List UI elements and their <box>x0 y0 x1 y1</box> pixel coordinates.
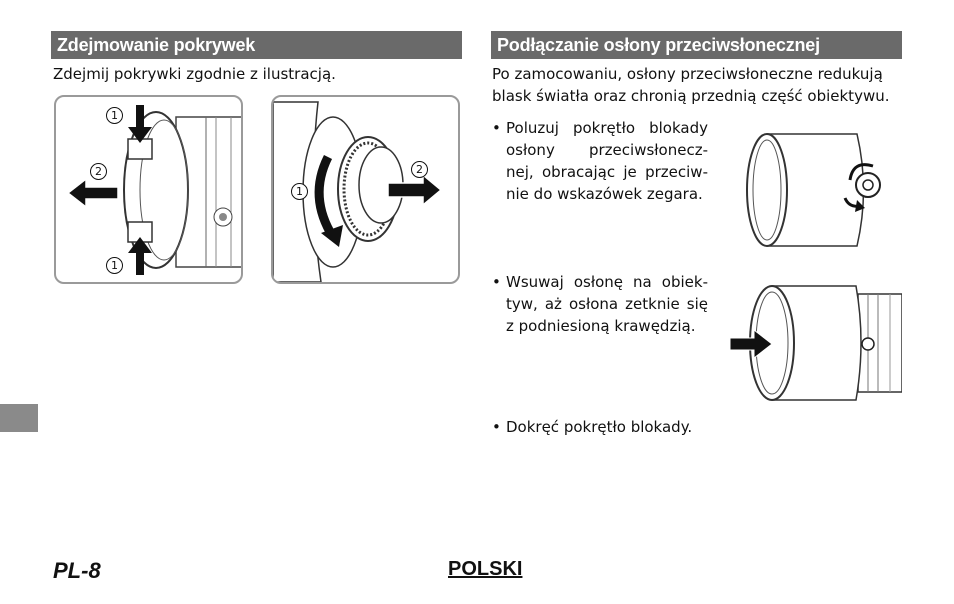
step2-line: Wsuwaj osłonę na obiek- <box>506 273 708 291</box>
language-label: POLSKI <box>448 558 523 580</box>
figure-rear-cap: 1 2 <box>271 95 460 284</box>
section-heading-attach-hood: Podłączanie osłony przeciwsłonecznej <box>491 31 902 59</box>
step1-line: Poluzuj pokrętło blokady <box>506 119 708 137</box>
step1-line: nej, obracając je przeciw- <box>506 163 708 181</box>
section-heading-remove-caps: Zdejmowanie pokrywek <box>51 31 462 59</box>
callout-1-bottom: 1 <box>106 257 123 274</box>
callout-2-pull: 2 <box>411 161 428 178</box>
bullet: • <box>492 273 501 291</box>
step1-line: nie do wskazówek zegara. <box>506 185 703 203</box>
figure-slide-hood <box>728 282 902 404</box>
list-item-step3: • Dokręć pokrętło blokady. <box>492 416 752 438</box>
step1-line: osłony przeciwsłonecz- <box>506 141 708 159</box>
bullet: • <box>492 119 501 137</box>
bullet: • <box>492 418 501 436</box>
list-item-step2: • Wsuwaj osłonę na obiek- tyw, aż osłona… <box>492 271 712 339</box>
page-number: PL-8 <box>53 558 101 583</box>
callout-1-rotate: 1 <box>291 183 308 200</box>
attach-hood-intro-line1: Po zamocowaniu, osłony przeciwsłoneczne … <box>492 65 883 83</box>
step3-text: Dokręć pokrętło blokady. <box>506 418 693 436</box>
list-item-step1: • Poluzuj pokrętło blokady osłony przeci… <box>492 117 712 207</box>
figure-front-cap: 1 2 1 <box>54 95 243 284</box>
attach-hood-intro-line2: blask światła oraz chronią przednią częś… <box>492 87 890 105</box>
step2-line: tyw, aż osłona zetknie się <box>506 295 708 313</box>
step2-line: z podniesioną krawędzią. <box>506 317 696 335</box>
figure-loosen-knob <box>745 130 895 250</box>
callout-1-top: 1 <box>106 107 123 124</box>
section-tab-marker <box>0 404 38 432</box>
callout-2-left: 2 <box>90 163 107 180</box>
remove-caps-instruction: Zdejmij pokrywki zgodnie z ilustracją. <box>53 65 336 83</box>
